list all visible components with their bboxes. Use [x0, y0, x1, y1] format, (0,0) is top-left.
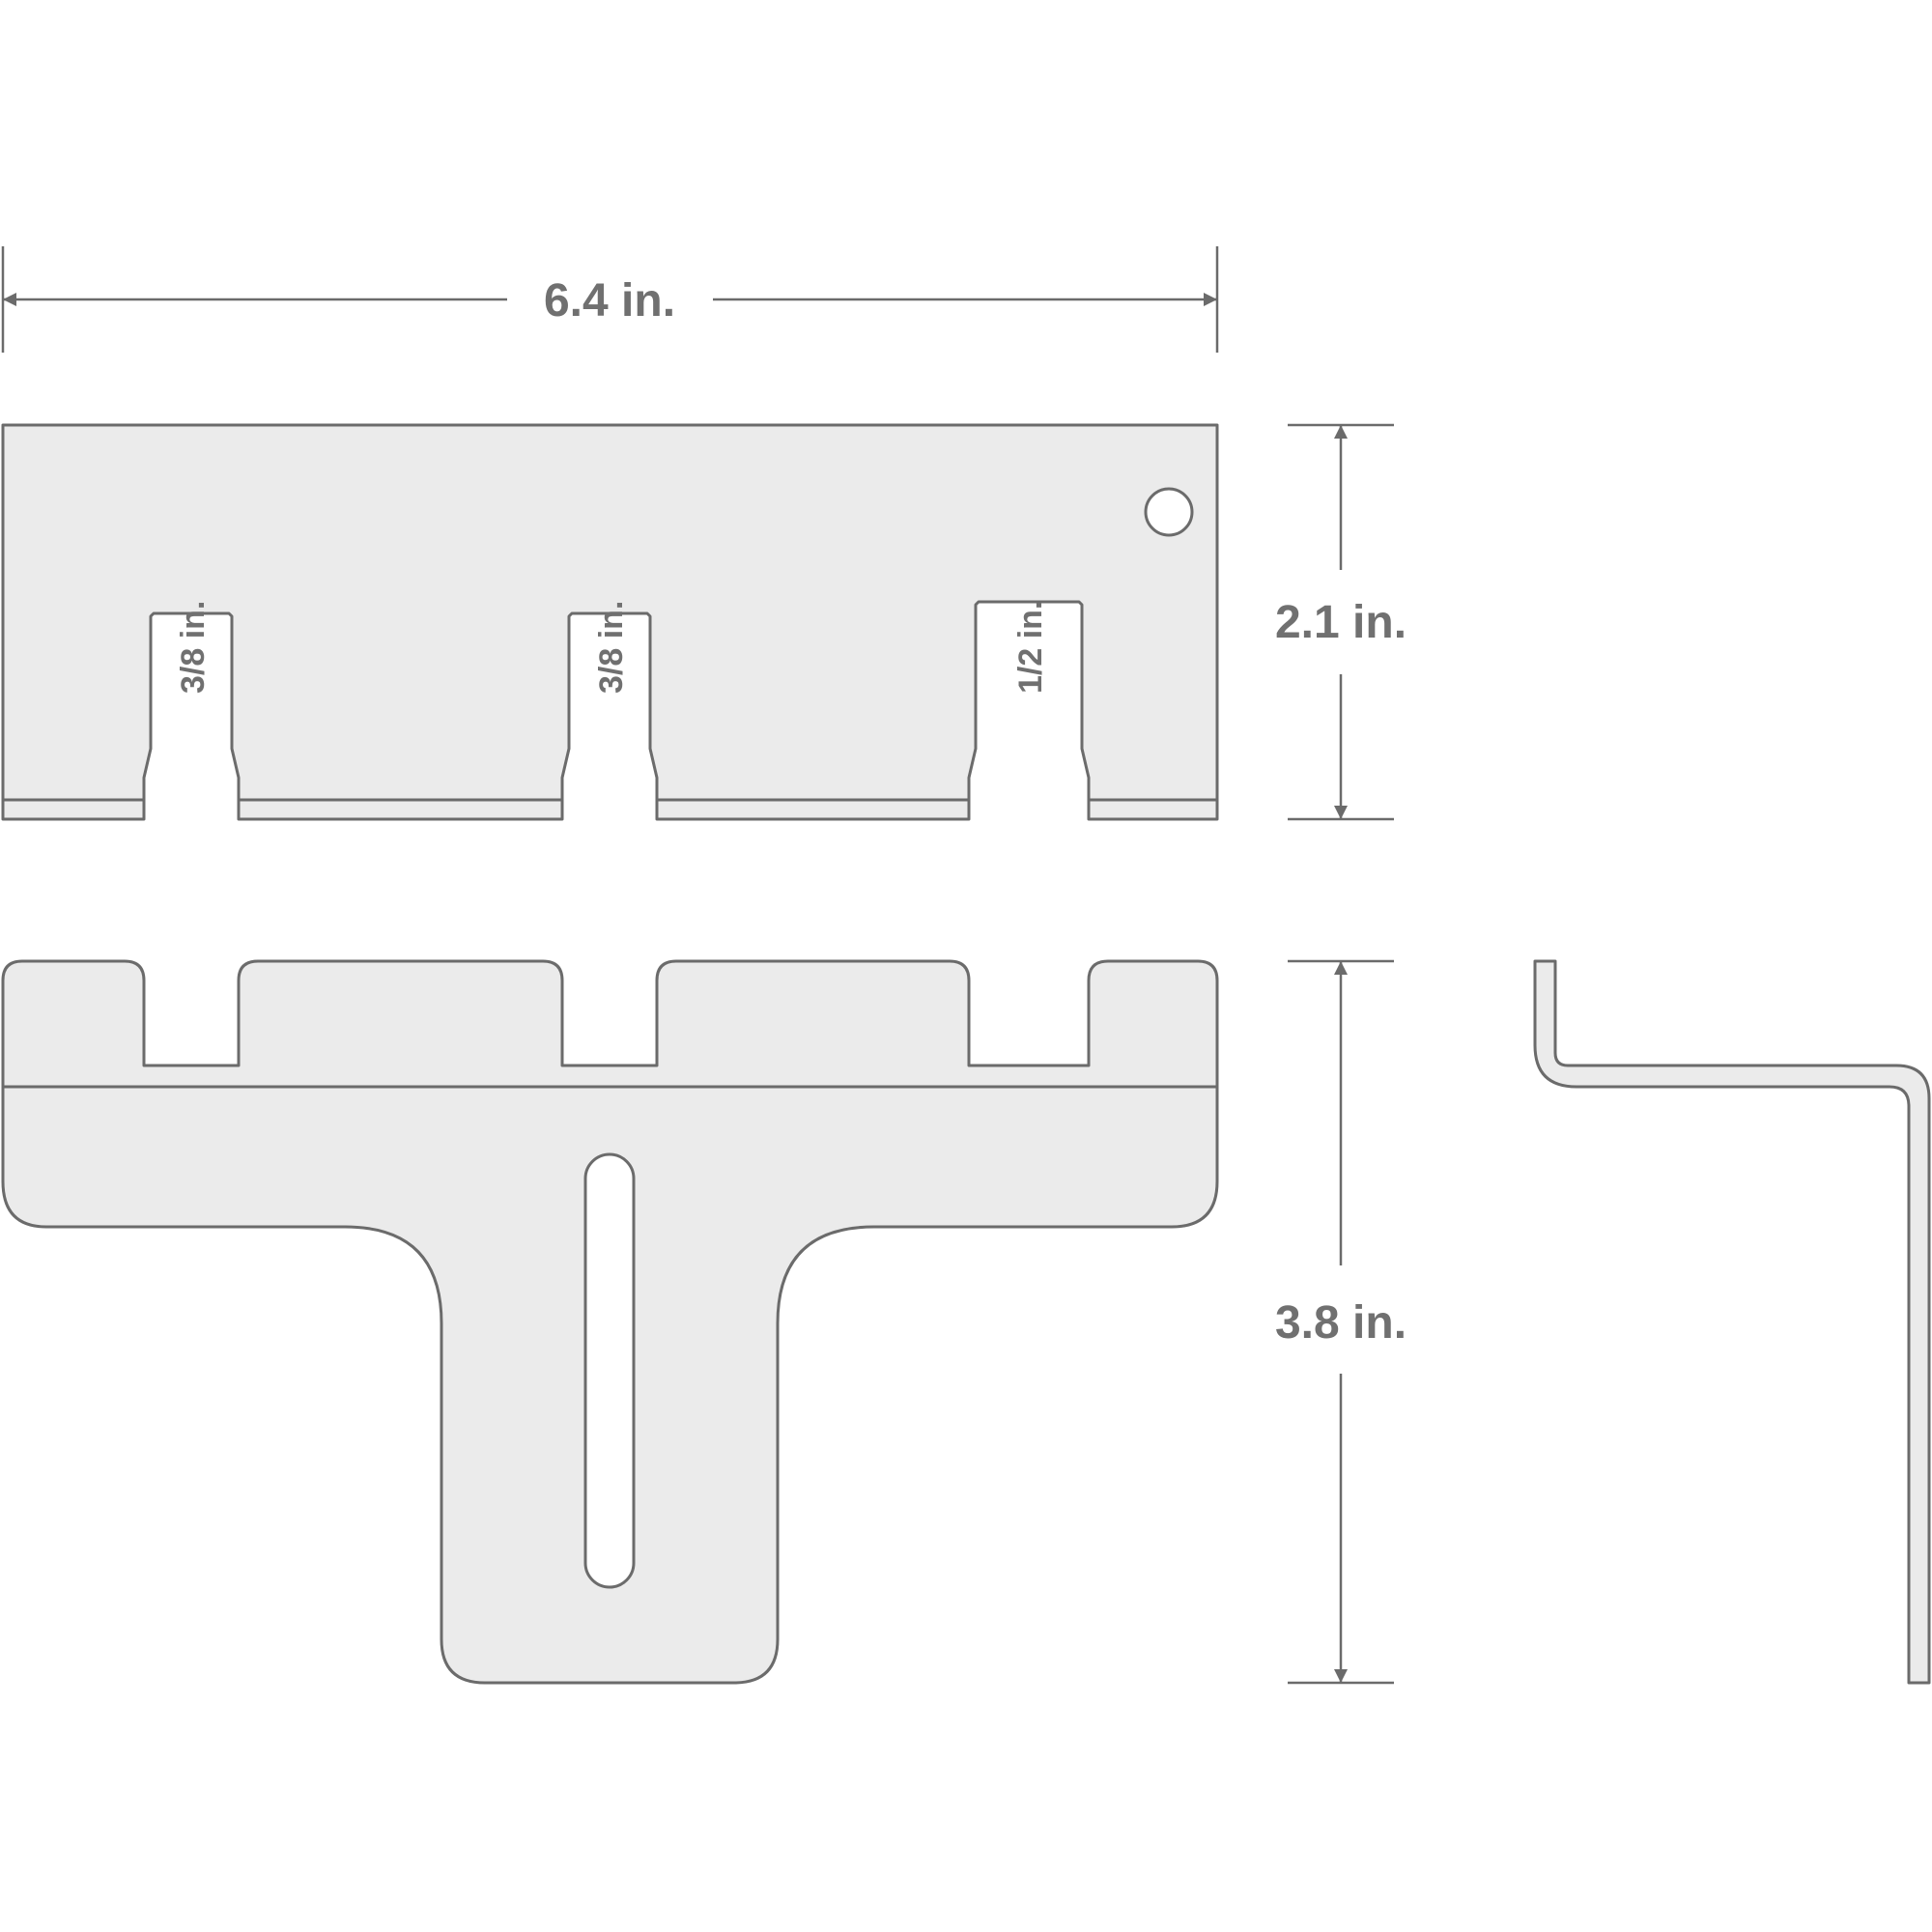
top-height-label: 3.8 in. — [1275, 1297, 1406, 1349]
front-view: 3/8 in. 3/8 in. 1/2 in. — [1, 423, 1219, 821]
width-dimension: 6.4 in. — [1, 246, 1219, 353]
front-height-arrow-top — [1334, 425, 1348, 439]
slot-label-3: 1/2 in. — [1012, 601, 1049, 694]
top-height-arrow-bottom — [1334, 1669, 1348, 1683]
top-height-dimension: 3.8 in. — [1275, 959, 1406, 1685]
mounting-hole — [1144, 487, 1194, 537]
front-plate — [1, 423, 1219, 821]
side-profile-view — [1533, 959, 1931, 1685]
side-profile — [1533, 959, 1931, 1685]
front-height-arrow-bottom — [1334, 806, 1348, 819]
top-height-arrow-top — [1334, 961, 1348, 975]
top-view — [1, 959, 1219, 1685]
front-height-label: 2.1 in. — [1275, 597, 1406, 648]
front-height-dimension: 2.1 in. — [1275, 423, 1406, 821]
adjustment-slot — [583, 1152, 636, 1589]
width-label: 6.4 in. — [544, 275, 675, 327]
slot-label-1: 3/8 in. — [175, 601, 212, 694]
width-arrow-left — [3, 293, 16, 306]
width-arrow-right — [1204, 293, 1217, 306]
slot-label-2: 3/8 in. — [593, 601, 630, 694]
